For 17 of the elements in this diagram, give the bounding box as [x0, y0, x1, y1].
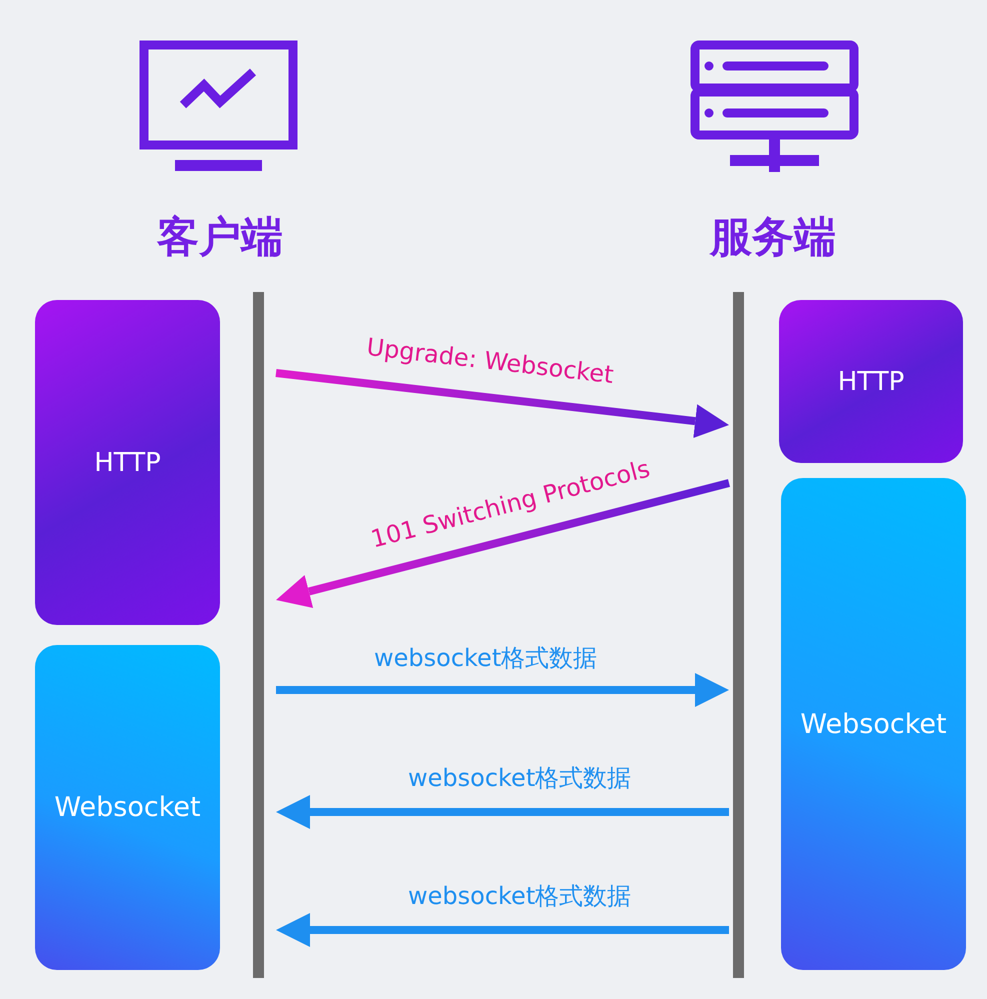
protocol-block — [779, 300, 963, 463]
block-label: HTTP — [838, 366, 904, 396]
protocol-block — [35, 645, 220, 970]
arrow — [276, 913, 729, 947]
arrow — [276, 479, 730, 608]
arrow — [276, 369, 729, 438]
heading: 服务端 — [710, 211, 836, 263]
block-label: Websocket — [800, 708, 947, 740]
heading: 客户端 — [157, 211, 283, 263]
lifeline-bar — [733, 292, 744, 978]
protocol-block — [781, 478, 966, 970]
protocol-block — [35, 300, 220, 625]
block-label: Websocket — [54, 792, 201, 823]
lifeline-bar — [253, 292, 264, 978]
block-label: HTTP — [94, 448, 161, 478]
arrow — [276, 795, 729, 829]
arrow — [276, 673, 729, 707]
